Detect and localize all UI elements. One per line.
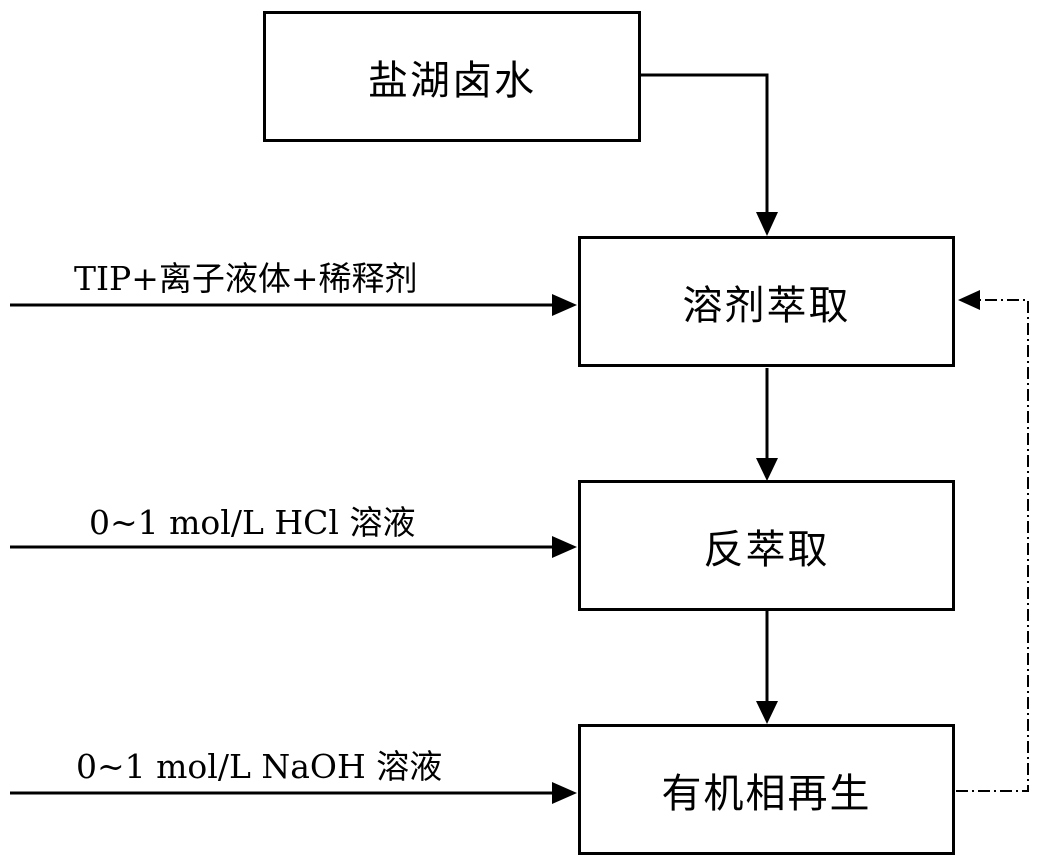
edge-regeneration-to-extraction — [956, 299, 1029, 792]
arrowhead-naoh-to-regeneration — [552, 782, 577, 804]
node-brine-label: 盐湖卤水 — [368, 57, 536, 104]
arrowhead-extractant-to-extraction — [552, 294, 577, 316]
node-stripping-label: 反萃取 — [703, 526, 830, 573]
node-brine: 盐湖卤水 — [263, 11, 641, 142]
node-organic-regeneration-label: 有机相再生 — [661, 770, 872, 817]
arrowhead-extraction-to-stripping — [756, 458, 778, 481]
node-solvent-extraction-label: 溶剂萃取 — [682, 282, 851, 329]
arrowhead-brine-to-extraction — [756, 212, 778, 236]
node-organic-regeneration: 有机相再生 — [578, 724, 955, 855]
node-stripping: 反萃取 — [578, 480, 955, 611]
arrowhead-stripping-to-regeneration — [756, 701, 778, 724]
arrowhead-regeneration-to-extraction — [958, 290, 980, 310]
node-solvent-extraction: 溶剂萃取 — [578, 236, 955, 367]
input-hcl-label: 0~1 mol/L HCl 溶液 — [89, 503, 416, 542]
arrowhead-hcl-to-stripping — [552, 536, 577, 558]
input-extractant-label: TIP+离子液体+稀释剂 — [74, 259, 418, 298]
edge-brine-to-extraction — [640, 73, 769, 218]
input-naoh-label: 0~1 mol/L NaOH 溶液 — [76, 747, 443, 786]
